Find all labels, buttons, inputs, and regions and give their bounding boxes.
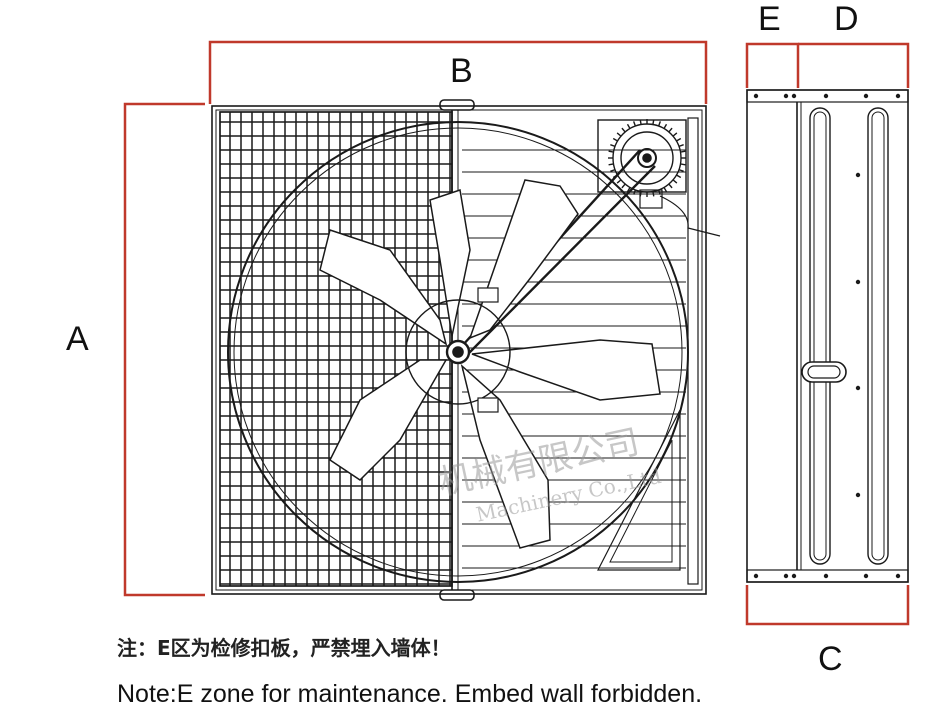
note-chinese: 注：E区为检修扣板，严禁埋入墙体！ bbox=[117, 636, 451, 660]
dimension-label-e: E bbox=[758, 0, 781, 38]
dimension-label-b: B bbox=[450, 52, 473, 90]
fan-front-view bbox=[211, 99, 721, 601]
dimension-lines bbox=[123, 40, 910, 626]
note-english: Note:E zone for maintenance. Embed wall … bbox=[117, 680, 703, 708]
side-handle bbox=[801, 361, 847, 383]
dimension-label-c: C bbox=[818, 640, 843, 678]
dimension-label-d: D bbox=[834, 0, 859, 38]
fan-side-view bbox=[746, 89, 909, 583]
fan-hub bbox=[405, 299, 511, 405]
dimension-a-bracket bbox=[123, 102, 205, 597]
fan-ring bbox=[227, 121, 689, 583]
dimension-label-a: A bbox=[66, 320, 89, 358]
dimension-d-bracket bbox=[798, 42, 910, 88]
grill-wire-mesh bbox=[220, 112, 452, 586]
pulley-gear-teeth bbox=[608, 119, 686, 197]
dimension-e-bracket bbox=[745, 42, 800, 88]
dimension-b-bracket bbox=[208, 40, 708, 104]
dimension-c-bracket bbox=[745, 585, 910, 626]
side-rivets bbox=[753, 93, 901, 579]
